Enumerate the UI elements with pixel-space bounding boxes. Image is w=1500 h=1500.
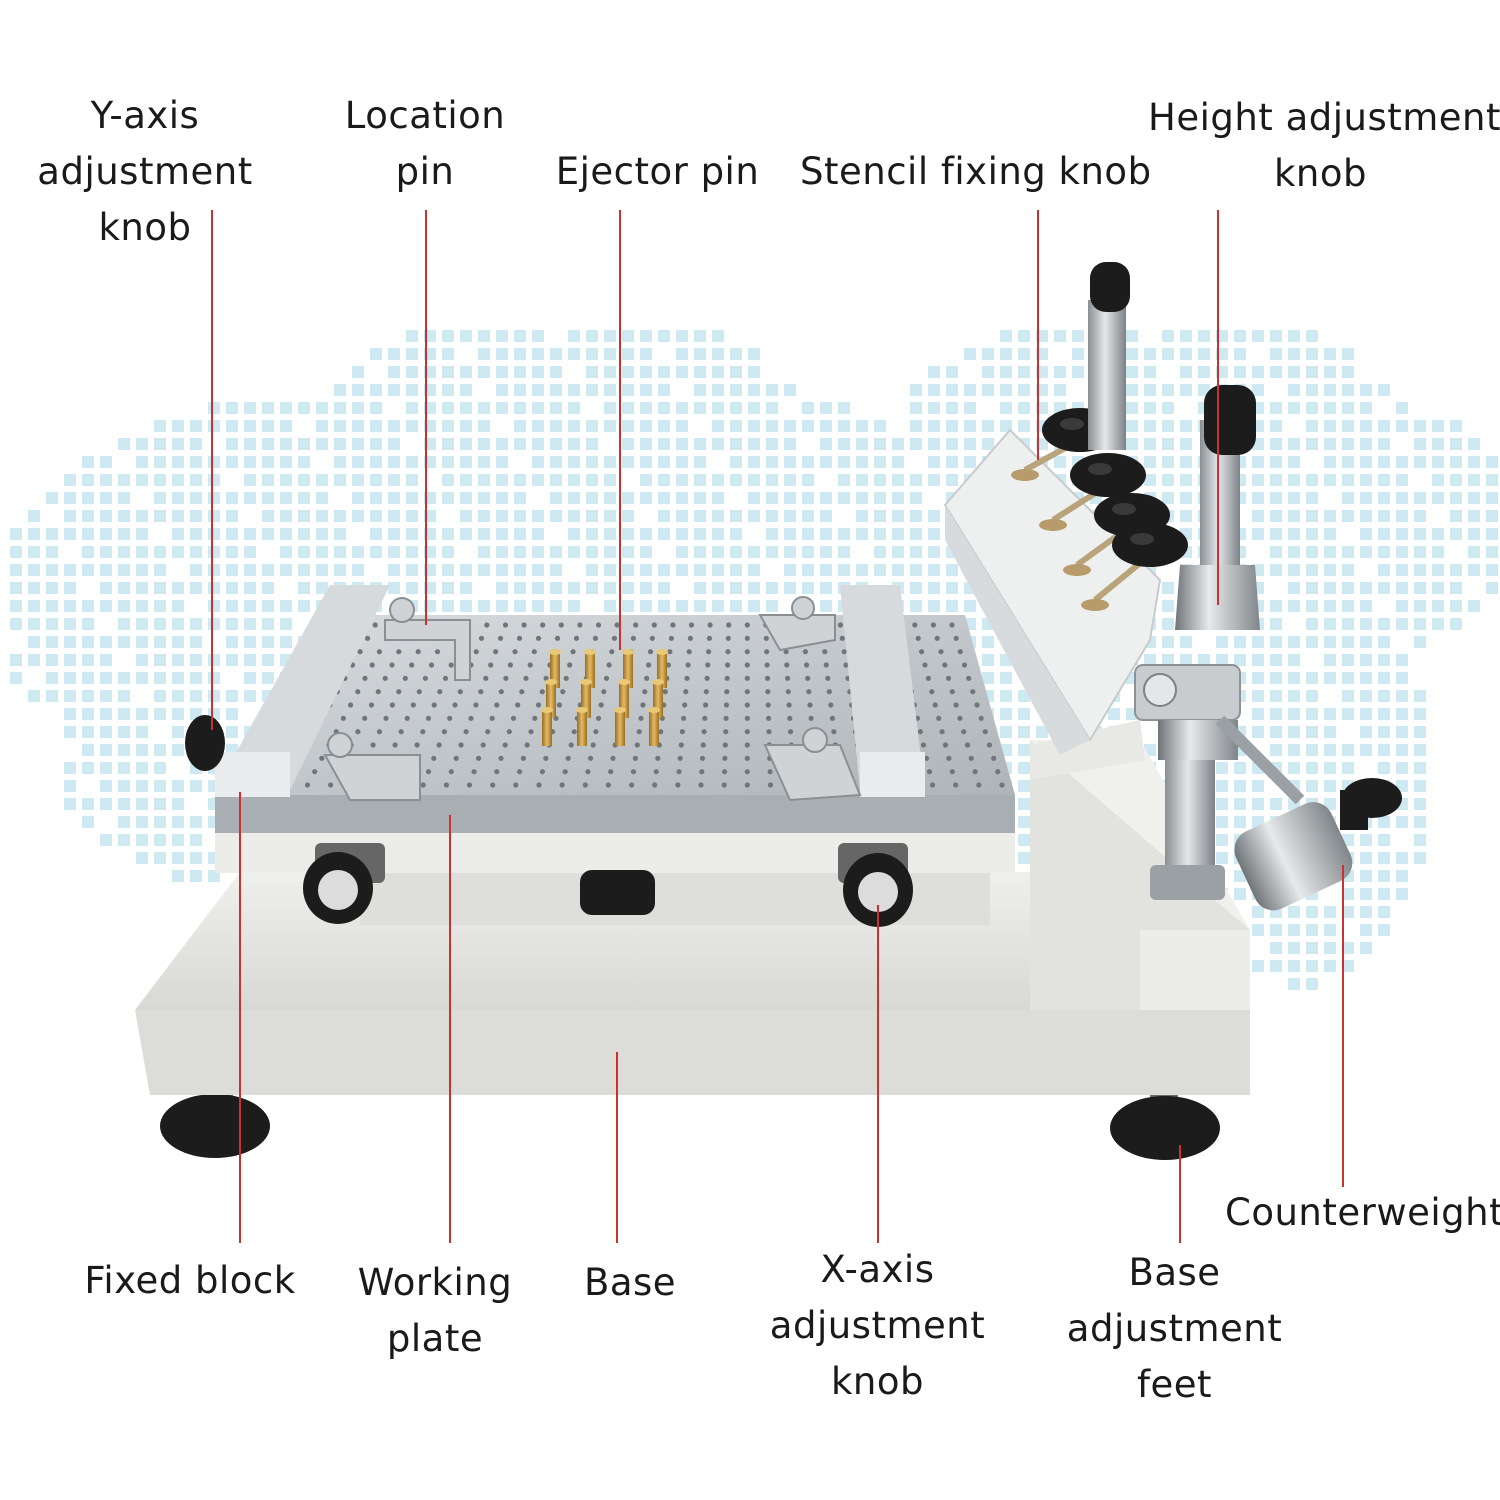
label-ejector-pin: Ejector pin bbox=[555, 150, 760, 193]
ejector-pins bbox=[541, 649, 668, 746]
counterweight-body bbox=[1215, 715, 1402, 911]
label-stencil-fixing-knob: Stencil fixing knob bbox=[800, 150, 1152, 193]
label-x-axis-knob: X-axis adjustment knob bbox=[769, 1248, 986, 1403]
label-counterweight: Counterweight bbox=[1225, 1191, 1500, 1234]
label-fixed-block: Fixed block bbox=[84, 1259, 296, 1302]
stencil-fixing-knobs bbox=[1011, 408, 1188, 611]
y-rails bbox=[185, 585, 925, 797]
label-base-adjustment-feet: Base adjustment feet bbox=[1066, 1251, 1283, 1406]
base-feet bbox=[160, 1080, 1220, 1160]
table-carriage bbox=[215, 833, 1015, 927]
label-y-axis-knob: Y-axis adjustment knob bbox=[37, 94, 253, 249]
clamps bbox=[323, 596, 862, 802]
label-base: Base bbox=[583, 1261, 677, 1304]
stand bbox=[1030, 720, 1145, 780]
label-working-plate: Working plate bbox=[357, 1261, 513, 1360]
label-location-pin: Location pin bbox=[344, 94, 506, 193]
stencil-frame bbox=[943, 428, 1162, 755]
label-height-adjustment-knob: Height adjustment knob bbox=[1148, 96, 1500, 195]
